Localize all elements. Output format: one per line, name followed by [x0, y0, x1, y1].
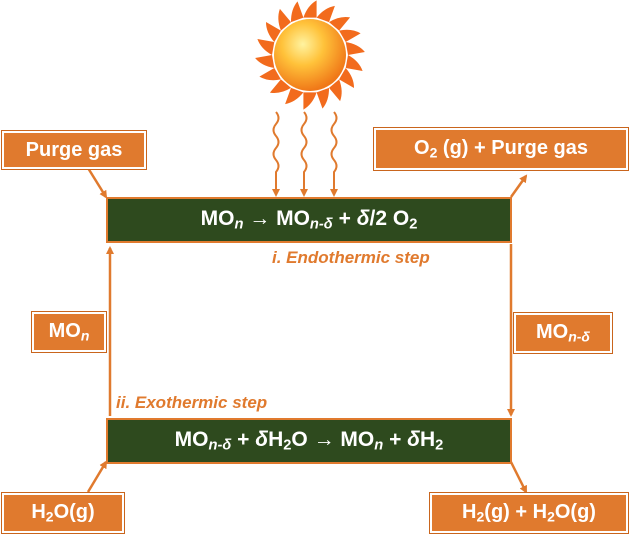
endothermic-step-label: i. Endothermic step: [272, 248, 430, 267]
oxygen-outlet-arrow: [509, 174, 528, 198]
oxygen-purge-box: O2 (g) + Purge gas: [373, 127, 629, 171]
reduction-equation: MOn → MOn-δ + δ/2 O2: [200, 207, 418, 233]
sun-core: [274, 19, 346, 91]
oxygen-purge-label: O2 (g) + Purge gas: [414, 137, 588, 161]
exothermic-step-label: ii. Exothermic step: [116, 393, 268, 412]
hydrogen-water-box: H2(g) + H2O(g): [429, 492, 629, 534]
water-gas-box: H2O(g): [1, 492, 125, 534]
hydrogen-water-label: H2(g) + H2O(g): [462, 501, 596, 525]
oxidized-material-box: MOn: [31, 311, 107, 353]
purge-gas-arrow: [86, 167, 108, 199]
sun-icon: [255, 0, 365, 110]
oxidized-material-label: MOn: [48, 320, 90, 344]
reduced-material-box: MOn-δ: [513, 312, 613, 354]
reduced-material-label: MOn-δ: [536, 321, 590, 345]
purge-gas-label: Purge gas: [25, 138, 123, 161]
sun-rays: [255, 0, 365, 110]
oxidation-reactor: MOn-δ + δH2O → MOn + δH2: [106, 418, 512, 464]
hydrogen-outlet-arrow: [509, 461, 528, 494]
water-gas-label: H2O(g): [31, 501, 95, 525]
water-inlet-arrow: [86, 460, 108, 493]
purge-gas-box: Purge gas: [1, 130, 147, 170]
heat-waves-icon: [272, 111, 338, 197]
oxidation-equation: MOn-δ + δH2O → MOn + δH2: [174, 428, 444, 454]
reduction-reactor: MOn → MOn-δ + δ/2 O2: [106, 197, 512, 243]
